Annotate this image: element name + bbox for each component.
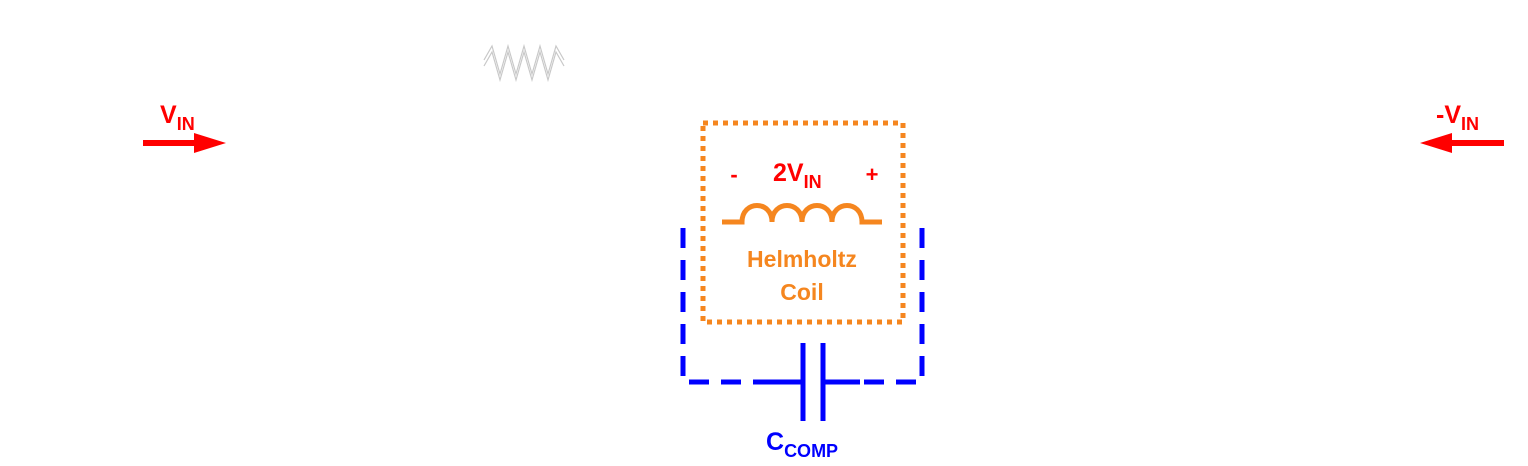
capacitor-icon [766, 343, 860, 421]
helmholtz-coil-box: - + 2VIN Helmholtz Coil [700, 120, 906, 325]
right-input-label: -VIN [1436, 101, 1479, 134]
capacitor-label: CCOMP [766, 428, 838, 461]
left-input-label: VIN [160, 101, 195, 134]
coil-minus-sign: - [730, 162, 737, 187]
coil-plus-sign: + [866, 162, 879, 187]
arrow-right-icon [143, 133, 226, 153]
left-input: VIN [143, 101, 226, 153]
compensation-loop: CCOMP [680, 228, 925, 461]
coil-name-line1: Helmholtz [747, 246, 857, 272]
right-input: -VIN [1420, 101, 1504, 153]
resistor-icon [483, 43, 565, 83]
arrow-left-icon [1420, 133, 1504, 153]
inductor-icon [722, 203, 882, 225]
coil-name-line2: Coil [780, 279, 823, 305]
coil-voltage-label: 2VIN [773, 159, 822, 192]
